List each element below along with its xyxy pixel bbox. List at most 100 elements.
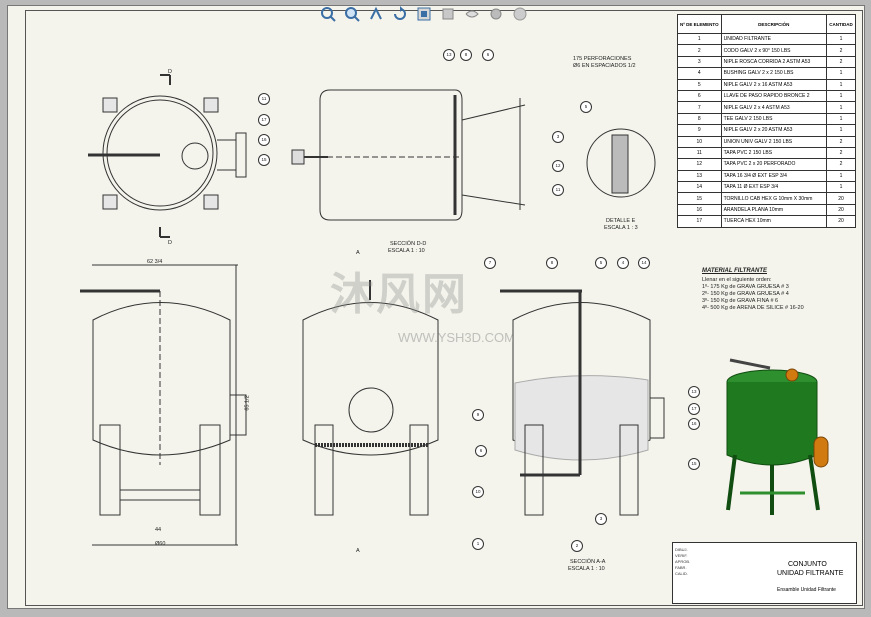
bom-cell-quantity: 1 — [826, 32, 856, 46]
item-balloon: 6 — [475, 445, 487, 457]
perforaciones-label-2: Ø6 EN ESPACIADOS 1/2 — [573, 63, 636, 69]
top-view — [88, 74, 247, 238]
detalle-escala-label: ESCALA 1 : 3 — [604, 225, 638, 231]
bom-cell-number: 16 — [677, 203, 722, 217]
material-line-3: 3º- 150 Kg de GRAVA FINA # 6 — [702, 298, 779, 304]
title-line-verif: VERIF. — [675, 553, 688, 558]
bom-cell-description: TAPA 16 3/4 Ø EXT ESP 3/4 — [720, 169, 828, 183]
title-block-subtitle: Ensamble Unidad Filtrante — [777, 587, 836, 593]
bom-cell-number: 15 — [677, 192, 722, 205]
bom-cell-description: NIPLE GALV 2 x 16 ASTM A53 — [720, 78, 828, 91]
bom-cell-description: TEE GALV 2 150 LBS — [720, 112, 828, 126]
title-line-fabr: FABR. — [675, 565, 687, 570]
scene-icon[interactable] — [510, 4, 530, 24]
bom-cell-quantity: 1 — [826, 101, 856, 114]
dimension-side: 65 1/2 — [244, 395, 251, 411]
bom-cell-number: 2 — [677, 44, 722, 57]
item-balloon: 7 — [484, 257, 496, 269]
bom-cell-number: 4 — [677, 67, 722, 80]
title-block: DIBUJ. VERIF. APROB. FABR. CALID. CONJUN… — [672, 542, 857, 604]
zoom-area-icon[interactable] — [342, 4, 362, 24]
bom-header-row: Nº DE ELEMENTO DESCRIPCIÓN CANTIDAD — [677, 14, 856, 34]
bom-cell-description: LLAVE DE PASO RAPIDO BRONCE 2 — [720, 89, 828, 103]
tank-3d-view — [726, 358, 829, 515]
zoom-fit-icon[interactable] — [318, 4, 338, 24]
bom-cell-quantity: 1 — [826, 78, 856, 91]
bom-cell-description: UNION UNIV GALV 2 150 LBS — [720, 135, 828, 148]
bom-cell-quantity: 2 — [826, 44, 856, 57]
item-balloon: 16 — [688, 418, 700, 430]
bom-cell-description: NIPLE ROSCA CORRIDA 2 ASTM A53 — [720, 55, 828, 69]
bom-cell-number: 9 — [677, 124, 722, 137]
bom-cell-quantity: 1 — [826, 112, 856, 126]
hide-show-icon[interactable] — [462, 4, 482, 24]
bom-cell-quantity: 2 — [826, 55, 856, 69]
item-balloon: 11 — [258, 93, 270, 105]
seccion-dd-label: SECCIÓN D-D — [390, 241, 427, 247]
item-balloon: 5 — [595, 257, 607, 269]
bom-cell-quantity: 2 — [826, 146, 856, 160]
seccion-aa-escala-label: ESCALA 1 : 10 — [568, 566, 605, 572]
bom-cell-quantity: 1 — [826, 124, 856, 137]
bom-cell-description: NIPLE GALV 2 x 4 ASTM A53 — [720, 101, 828, 114]
item-balloon: 15 — [258, 154, 270, 166]
bom-cell-quantity: 20 — [826, 215, 856, 228]
material-line-1: 1º- 175 Kg de GRAVA GRUESA # 3 — [702, 284, 789, 290]
bom-cell-number: 1 — [677, 32, 722, 46]
title-block-title-1: CONJUNTO — [788, 561, 827, 568]
item-balloon: 15 — [688, 458, 700, 470]
item-balloon: 13 — [688, 386, 700, 398]
material-title: MATERIAL FILTRANTE — [702, 268, 767, 274]
bom-cell-number: 7 — [677, 101, 722, 114]
item-balloon: 8 — [460, 49, 472, 61]
bom-cell-description: TORNILLO CAB HEX G 10mm X 30mm — [720, 192, 828, 205]
bom-cell-number: 12 — [677, 158, 722, 171]
watermark-url: WWW.YSH3D.COM — [398, 330, 515, 345]
bom-header-quantity: CANTIDAD — [826, 14, 856, 34]
material-line-4: 4º- 500 Kg de ARENA DE SILICE # 16-20 — [702, 305, 804, 311]
rotate-icon[interactable] — [390, 4, 410, 24]
bom-cell-description: TAPA 11 Ø EXT ESP 3/4 — [720, 181, 828, 194]
section-aa-view — [500, 289, 665, 516]
section-marker-a-bottom: A — [356, 548, 360, 554]
bom-cell-quantity: 2 — [826, 158, 856, 171]
bom-cell-quantity: 1 — [826, 169, 856, 183]
bom-cell-quantity: 20 — [826, 203, 856, 217]
bom-cell-description: UNIDAD FILTRANTE — [720, 32, 828, 46]
bom-cell-quantity: 1 — [826, 67, 856, 80]
bom-cell-quantity: 1 — [826, 181, 856, 194]
bom-cell-number: 10 — [677, 135, 722, 148]
title-block-title-2: UNIDAD FILTRANTE — [777, 570, 844, 577]
section-marker-a-top: A — [356, 250, 360, 256]
item-balloon: 3 — [552, 131, 564, 143]
title-line-dibuj: DIBUJ. — [675, 547, 688, 552]
section-marker-d-top: D — [168, 69, 172, 75]
bom-cell-number: 11 — [677, 146, 722, 160]
material-line-2: 2º- 150 Kg de GRAVA GRUESA # 4 — [702, 291, 789, 297]
item-balloon: 14 — [638, 257, 650, 269]
item-balloon: 17 — [688, 403, 700, 415]
display-style-icon[interactable] — [438, 4, 458, 24]
bom-cell-number: 14 — [677, 181, 722, 194]
item-balloon: 3 — [595, 513, 607, 525]
appearance-icon[interactable] — [486, 4, 506, 24]
detalle-label: DETALLE E — [606, 218, 636, 224]
dimension-top: 62 3/4 — [147, 259, 163, 265]
bom-cell-description: BUSHING GALV 2 x 2 150 LBS — [720, 67, 828, 80]
front-view — [80, 264, 247, 546]
view-orientation-icon[interactable] — [414, 4, 434, 24]
pan-icon[interactable] — [366, 4, 386, 24]
material-subtitle: Llenar en el siguiente orden: — [702, 277, 772, 283]
item-balloon: 6 — [482, 49, 494, 61]
